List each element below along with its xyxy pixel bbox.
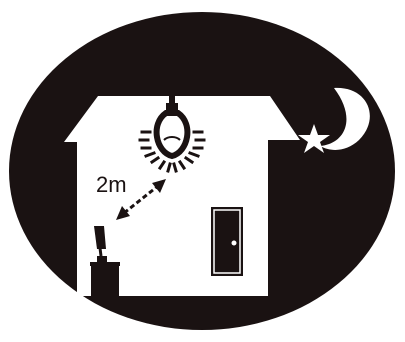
door-icon [211, 207, 243, 276]
distance-label: 2m [96, 172, 127, 197]
